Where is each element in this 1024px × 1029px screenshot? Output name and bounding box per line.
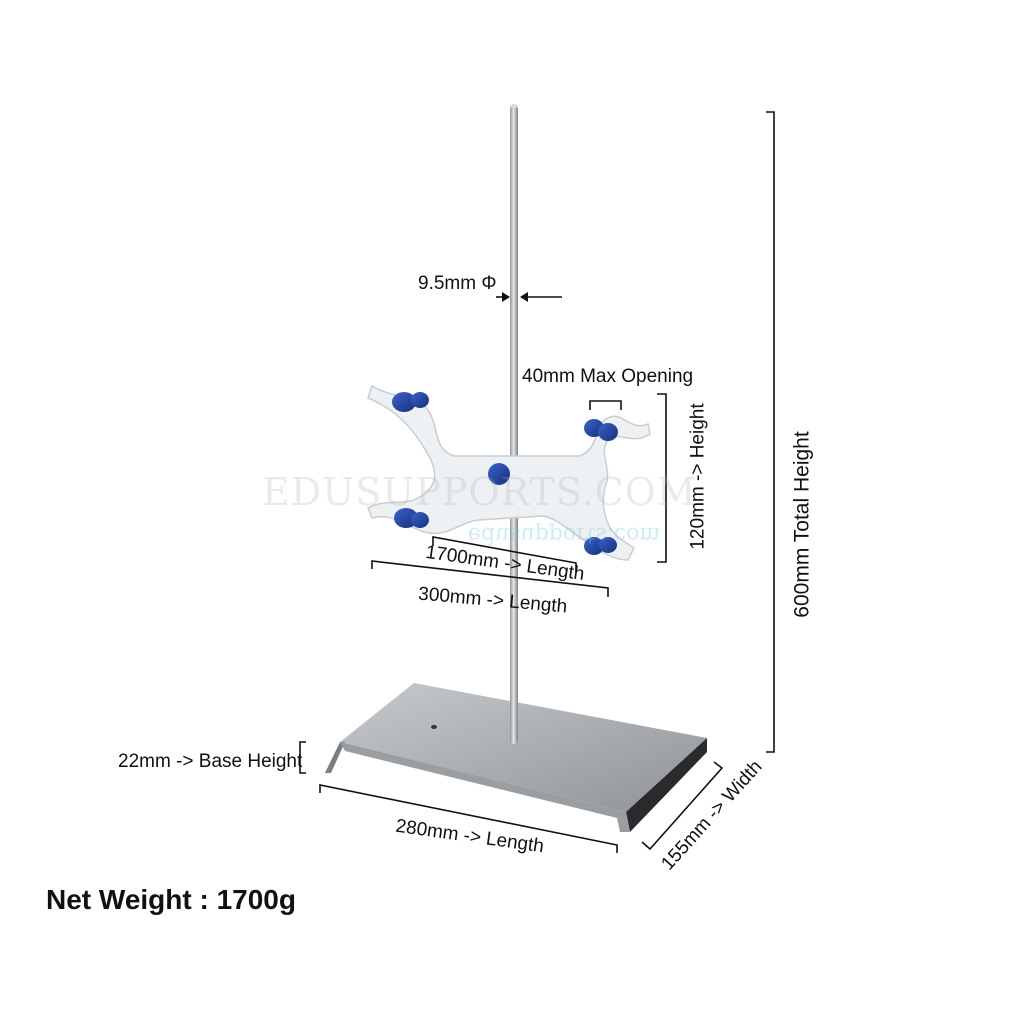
rod-diameter-label: 9.5mm Φ [418,273,497,294]
base-height-label: 22mm -> Base Height [118,751,303,772]
clamp-knob-bottom-right [584,537,604,555]
watermark-primary: EDUSUPPORTS.COM [262,470,697,514]
max-opening-label: 40mm Max Opening [522,366,694,387]
clamp-knob-top-left [392,392,416,412]
clamp-height-label: 120mm -> Height [687,403,709,550]
base-screw-hole [431,725,437,729]
watermark-secondary: edusupports.com [468,522,661,547]
clamp-center-knob [488,463,510,485]
total-height-label: 600mm Total Height [790,431,814,618]
dimension-lines [299,111,775,853]
support-rod [510,106,518,744]
burette-clamp [367,384,651,561]
base-plate [325,683,707,832]
net-weight-label: Net Weight : 1700g [46,884,296,915]
